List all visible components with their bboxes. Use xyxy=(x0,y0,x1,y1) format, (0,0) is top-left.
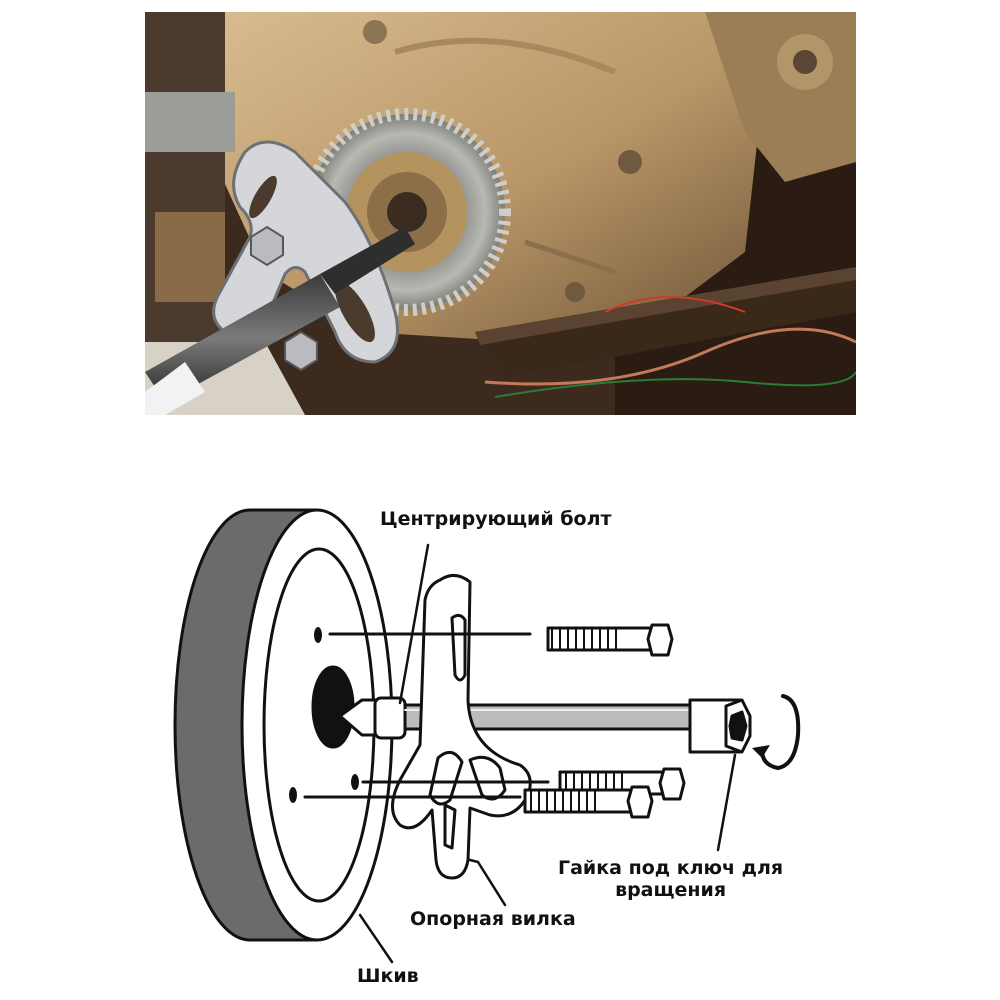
support-fork xyxy=(391,574,532,880)
wrench-nut xyxy=(688,698,752,754)
leader-support-fork xyxy=(468,858,507,907)
bolt-upper xyxy=(546,623,674,657)
pulley-center-hole xyxy=(311,665,355,749)
leader-wrench-nut xyxy=(716,753,737,852)
pulley-bolt-hole xyxy=(289,787,297,803)
engine-photo xyxy=(145,12,856,415)
label-wrench-nut: Гайка под ключ для вращения xyxy=(558,857,784,902)
label-support-fork: Опорная вилка xyxy=(410,908,576,930)
pulley-bolt-hole xyxy=(351,774,359,790)
label-pulley: Шкив xyxy=(357,965,419,987)
bolt-lower xyxy=(523,785,654,819)
clockwise-hook-arrow-icon xyxy=(760,694,801,770)
leader-centering-bolt xyxy=(398,543,430,705)
arrow-head xyxy=(752,745,770,758)
centering-bolt xyxy=(338,696,407,740)
pulley xyxy=(173,508,394,942)
label-wrench-nut-line1: Гайка под ключ для xyxy=(558,857,784,879)
pulley-bolt-hole xyxy=(314,627,322,643)
label-centering-bolt: Центрирующий болт xyxy=(380,508,612,530)
label-wrench-nut-line2: вращения xyxy=(615,878,727,901)
leader-pulley xyxy=(358,913,394,964)
